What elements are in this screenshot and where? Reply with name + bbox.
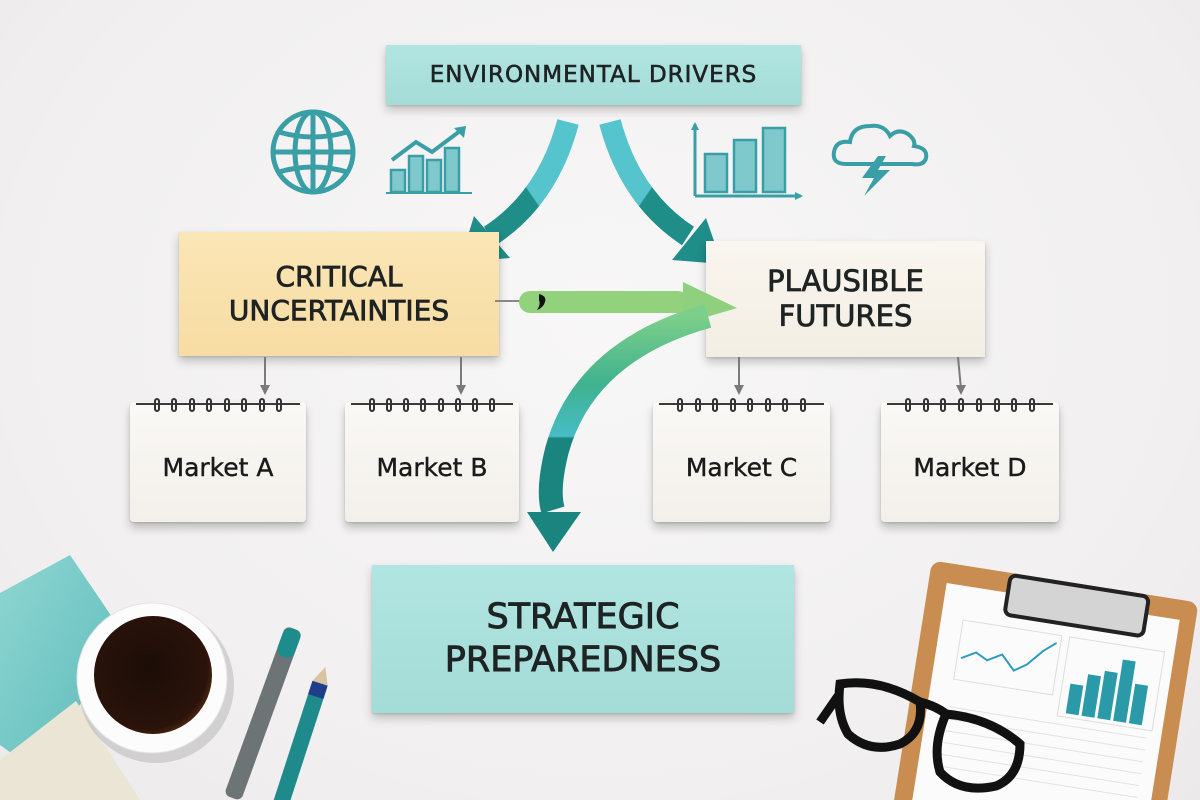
environmental-drivers-node: ENVIRONMENTAL DRIVERS (386, 45, 801, 105)
market-c-card: Market C (653, 398, 830, 522)
critical-uncertainties-line2: UNCERTAINTIES (228, 294, 450, 328)
plausible-futures-line1: PLAUSIBLE (767, 263, 925, 298)
spiral-binding (887, 398, 1053, 414)
plausible-futures-node: PLAUSIBLE FUTURES (706, 241, 985, 357)
market-d-card: Market D (881, 398, 1059, 522)
uncertainty-to-futures-arrow (495, 282, 737, 552)
clipboard-with-glasses (816, 561, 1198, 800)
market-c-label: Market C (685, 452, 798, 482)
market-a-label: Market A (162, 452, 274, 482)
globe-icon (270, 109, 356, 195)
strategic-preparedness-node: STRATEGIC PREPAREDNESS (372, 565, 794, 713)
spiral-binding (351, 398, 513, 414)
spiral-binding (659, 398, 824, 414)
market-b-card: Market B (345, 398, 519, 522)
market-a-card: Market A (130, 398, 306, 522)
spiral-binding (136, 398, 300, 414)
market-d-label: Market D (913, 452, 1027, 482)
bar-chart-icon (691, 122, 803, 200)
critical-uncertainties-node: CRITICAL UNCERTAINTIES (179, 232, 499, 356)
strategic-preparedness-line1: STRATEGIC (486, 597, 680, 638)
strategic-preparedness-line2: PREPAREDNESS (444, 640, 722, 681)
environmental-drivers-label: ENVIRONMENTAL DRIVERS (429, 61, 758, 89)
market-b-label: Market B (376, 452, 488, 482)
desk-props-left (0, 555, 328, 800)
rising-bar-chart-icon (386, 126, 472, 194)
storm-cloud-icon (831, 123, 929, 196)
market-connectors (260, 356, 966, 395)
critical-uncertainties-line1: CRITICAL (275, 259, 403, 293)
plausible-futures-line2: FUTURES (778, 299, 913, 334)
